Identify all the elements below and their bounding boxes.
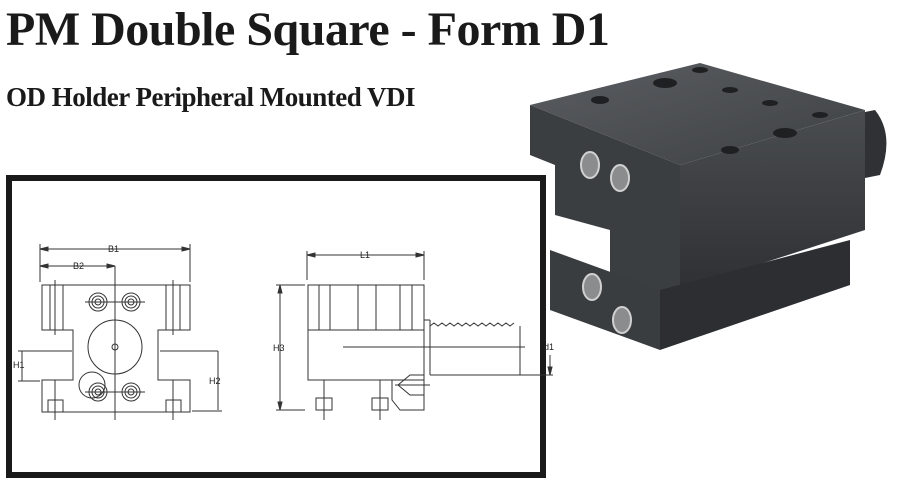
page-subtitle: OD Holder Peripheral Mounted VDI xyxy=(6,82,416,112)
dim-label-l1: L1 xyxy=(360,250,370,260)
page-title: PM Double Square - Form D1 xyxy=(6,3,610,56)
technical-drawing-frame xyxy=(6,175,546,478)
dim-label-b1: B1 xyxy=(108,244,119,254)
top-face xyxy=(530,63,865,165)
dim-label-h1: H1 xyxy=(13,360,25,370)
dim-label-h2: H2 xyxy=(209,376,221,386)
product-photo xyxy=(530,63,887,350)
dim-label-d1: d1 xyxy=(544,342,554,352)
dim-label-b2: B2 xyxy=(73,261,84,271)
dim-label-h3: H3 xyxy=(273,343,285,353)
